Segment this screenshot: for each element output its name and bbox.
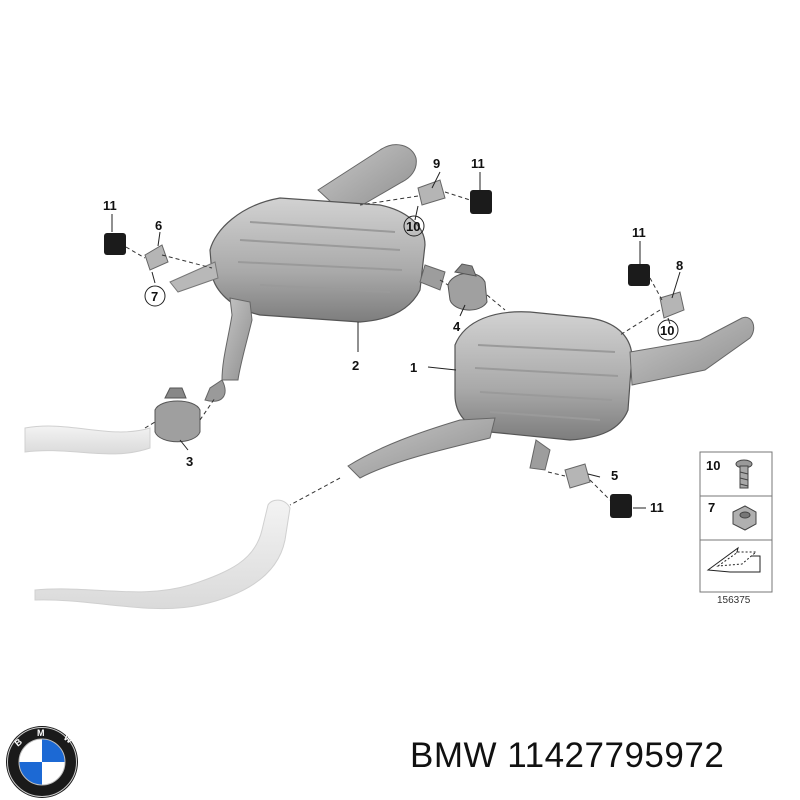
callout-11d: 11 [650, 500, 664, 515]
callout-6: 6 [155, 218, 162, 233]
bracket-8 [659, 291, 685, 319]
legend-label-7: 7 [708, 500, 715, 515]
bracket-9 [417, 179, 446, 206]
callout-1: 1 [410, 360, 417, 375]
callout-11c: 11 [632, 225, 646, 240]
svg-text:M: M [37, 728, 45, 738]
callout-8: 8 [676, 258, 683, 273]
bracket-5 [564, 463, 591, 489]
leader-lines [111, 171, 681, 509]
rubber-mount-11d [610, 494, 632, 518]
rubber-mount-11c [628, 264, 650, 286]
callout-11b: 11 [471, 156, 485, 171]
callout-4: 4 [453, 319, 461, 334]
callout-10b-circle [657, 319, 679, 341]
diagram-number: 156375 [717, 595, 751, 606]
rubber-mount-11a [104, 233, 126, 255]
part-number-caption: BMW 11427795972 [410, 736, 725, 775]
fastener-legend: 10 7 [699, 451, 773, 593]
front-muffler-right [347, 311, 755, 479]
assembly-dashes [125, 191, 663, 506]
legend-label-10: 10 [706, 458, 720, 473]
callout-5: 5 [611, 468, 618, 483]
callout-9: 9 [433, 156, 440, 171]
callout-11a: 11 [103, 198, 117, 213]
direction-arrow-icon [706, 546, 761, 573]
svg-text:B: B [13, 736, 25, 748]
bmw-logo-icon: B M W [6, 726, 78, 798]
nut-icon [732, 505, 757, 531]
bolt-icon [735, 459, 753, 489]
rear-muffler-left [169, 144, 446, 402]
callout-10a-circle [403, 215, 425, 237]
callout-10a: 10 [406, 219, 420, 234]
callout-2: 2 [352, 358, 359, 373]
callout-7: 7 [151, 289, 158, 304]
callout-10b: 10 [660, 323, 674, 338]
callout-3: 3 [186, 454, 193, 469]
pipe-clamp-3 [154, 387, 201, 443]
upstream-pipe-right [34, 499, 291, 610]
rubber-mount-11b [470, 190, 492, 214]
callout-7-circle [144, 285, 166, 307]
upstream-pipe-left [24, 425, 151, 455]
bracket-6 [144, 244, 169, 271]
pipe-clamp-4 [447, 263, 488, 311]
